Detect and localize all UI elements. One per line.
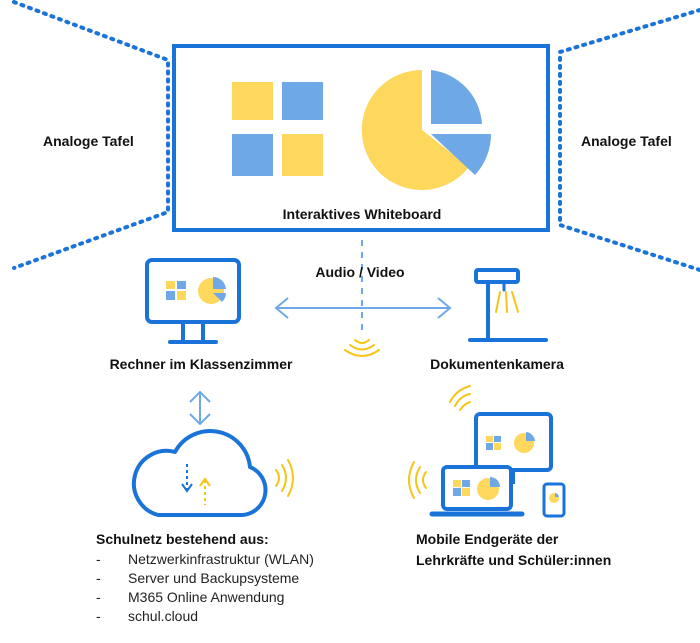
whiteboard-frame bbox=[172, 44, 550, 232]
network-title: Schulnetz bestehend aus: bbox=[96, 531, 269, 547]
mobile-label-line1: Mobile Endgeräte der bbox=[416, 531, 559, 547]
right-board-label: Analoge Tafel bbox=[581, 133, 672, 149]
monitor-icon bbox=[145, 258, 241, 344]
left-board-label: Analoge Tafel bbox=[43, 133, 134, 149]
devices-icon bbox=[408, 385, 566, 518]
cloud-wifi-icon bbox=[275, 459, 294, 497]
list-item: Netzwerkinfrastruktur (WLAN) bbox=[96, 550, 314, 569]
vertical-double-arrow bbox=[189, 390, 211, 426]
wifi-signal-icon bbox=[344, 339, 380, 357]
whiteboard-tiles-icon bbox=[232, 82, 323, 176]
list-item: schul.cloud bbox=[96, 607, 314, 626]
doc-camera-label: Dokumentenkamera bbox=[430, 356, 564, 372]
right-analog-board bbox=[558, 8, 700, 272]
cloud-sync-icon bbox=[131, 429, 268, 517]
list-item: Server und Backupsysteme bbox=[96, 569, 314, 588]
network-list: Netzwerkinfrastruktur (WLAN) Server und … bbox=[96, 550, 314, 626]
audio-video-label: Audio / Video bbox=[315, 264, 405, 280]
whiteboard-label: Interaktives Whiteboard bbox=[282, 206, 442, 222]
mobile-label-line2: Lehrkräfte und Schüler:innen bbox=[416, 552, 612, 568]
horizontal-double-arrow bbox=[274, 297, 452, 319]
left-analog-board bbox=[12, 0, 170, 270]
pie-chart-icon bbox=[361, 69, 492, 190]
document-camera-icon bbox=[468, 268, 548, 342]
list-item: M365 Online Anwendung bbox=[96, 588, 314, 607]
computer-label: Rechner im Klassenzimmer bbox=[109, 356, 293, 372]
